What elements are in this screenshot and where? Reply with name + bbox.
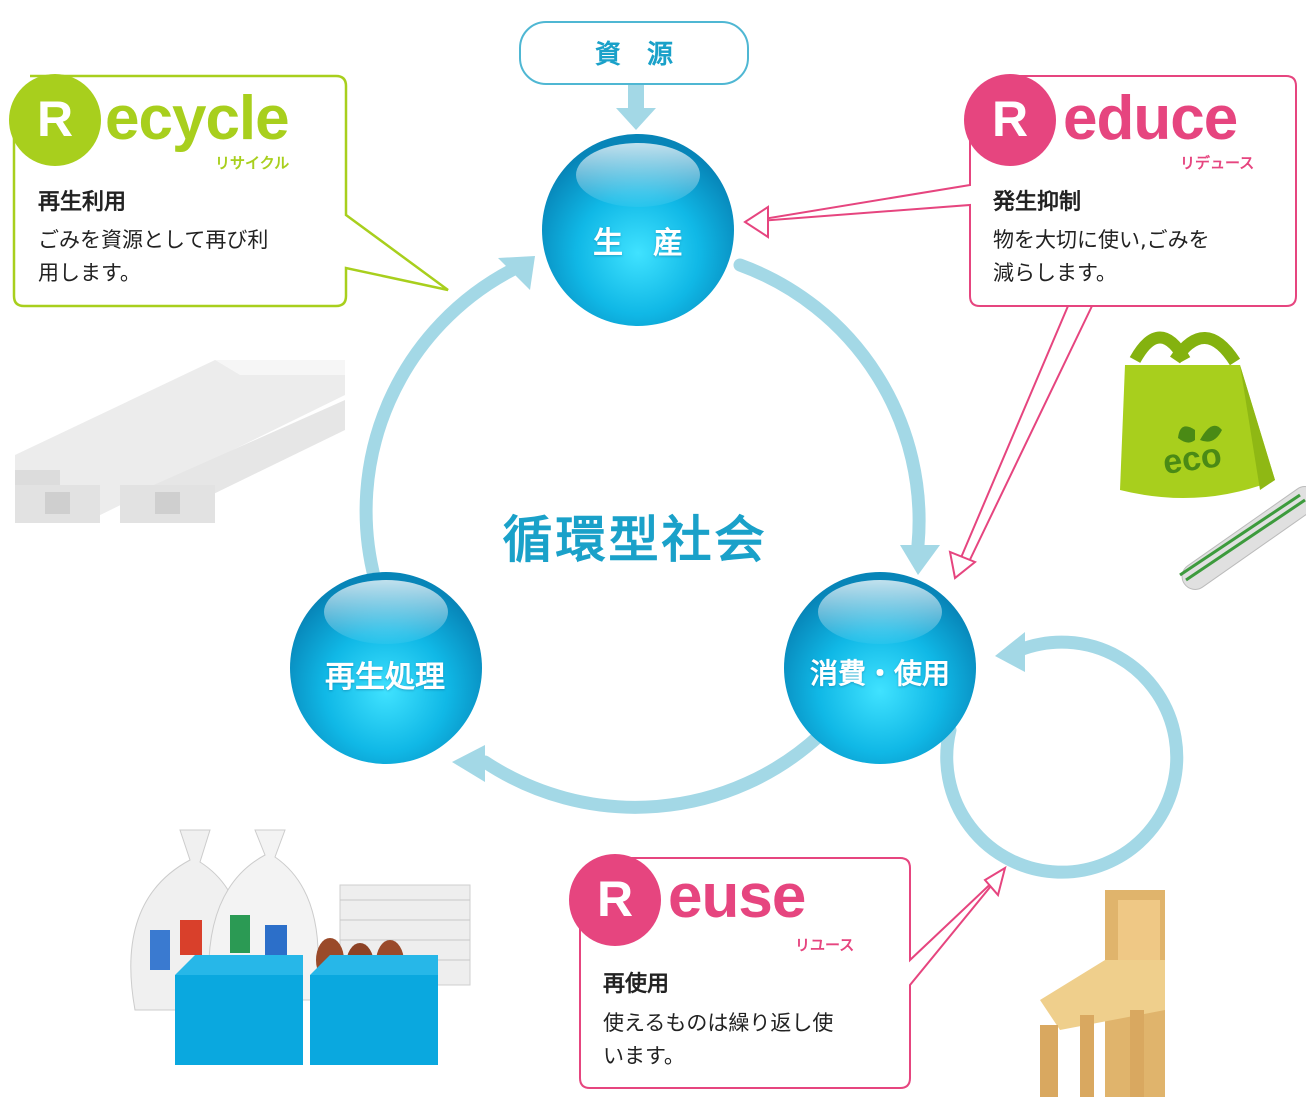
- recycle-word: ecycle: [105, 84, 290, 153]
- arrow-recycling-to-production: [359, 263, 519, 587]
- chopsticks-illustration: [1179, 486, 1306, 590]
- reduce-callout: [743, 74, 1297, 580]
- reduce-word: educe: [1063, 84, 1238, 153]
- cycle-arrow-heads: [452, 85, 1025, 782]
- recycle-title: 再生利用: [38, 190, 127, 215]
- reduce-reading: リデュース: [1180, 154, 1255, 172]
- reuse-desc-line2: います。: [603, 1044, 685, 1068]
- recycle-callout: [9, 74, 449, 308]
- reuse-letter: R: [596, 871, 634, 927]
- recycle-reading: リサイクル: [215, 154, 290, 172]
- garbage-illustration: [130, 829, 471, 1065]
- reuse-callout: [569, 854, 1007, 1089]
- chair-illustration: [1040, 890, 1165, 1097]
- source-label: 資 源: [594, 40, 673, 70]
- arrowhead-recycling: [452, 745, 485, 782]
- arrow-consumption-to-recycling: [478, 728, 827, 814]
- eco-bag-illustration: [1120, 331, 1275, 498]
- arrow-production-to-consumption: [733, 258, 926, 552]
- arrowhead-reuse-loop: [995, 632, 1025, 672]
- reuse-title: 再使用: [603, 972, 670, 997]
- recycle-desc-line2: 用します。: [38, 261, 141, 285]
- steel-beams-illustration: [15, 360, 345, 523]
- recycle-desc-line1: ごみを資源として再び利: [38, 228, 269, 252]
- recycle-letter: R: [36, 91, 74, 147]
- node-consumption-label: 消費・使用: [809, 657, 950, 690]
- eco-bag-text: eco: [1160, 436, 1224, 482]
- node-recycling-sphere: [290, 572, 482, 764]
- source-pill: [519, 21, 749, 85]
- reuse-reading: リユース: [795, 936, 855, 954]
- reduce-title: 発生抑制: [993, 190, 1082, 215]
- node-production-label: 生 産: [593, 226, 683, 261]
- center-title: 循環型社会: [502, 511, 768, 569]
- node-production-sphere: [542, 134, 734, 326]
- reduce-letter: R: [991, 91, 1029, 147]
- arrowhead-consumption: [900, 545, 940, 575]
- arrow-reuse-loop: [940, 635, 1184, 879]
- cycle-arrows: [359, 258, 1184, 879]
- reuse-word: euse: [668, 862, 806, 931]
- node-consumption-sphere: [784, 572, 976, 764]
- reduce-desc-line1: 物を大切に使い,ごみを: [993, 228, 1210, 252]
- node-recycling-label: 再生処理: [325, 660, 445, 695]
- reuse-desc-line1: 使えるものは繰り返し使: [603, 1011, 834, 1035]
- arrowhead-production: [498, 256, 535, 290]
- reduce-desc-line2: 減らします。: [993, 261, 1117, 285]
